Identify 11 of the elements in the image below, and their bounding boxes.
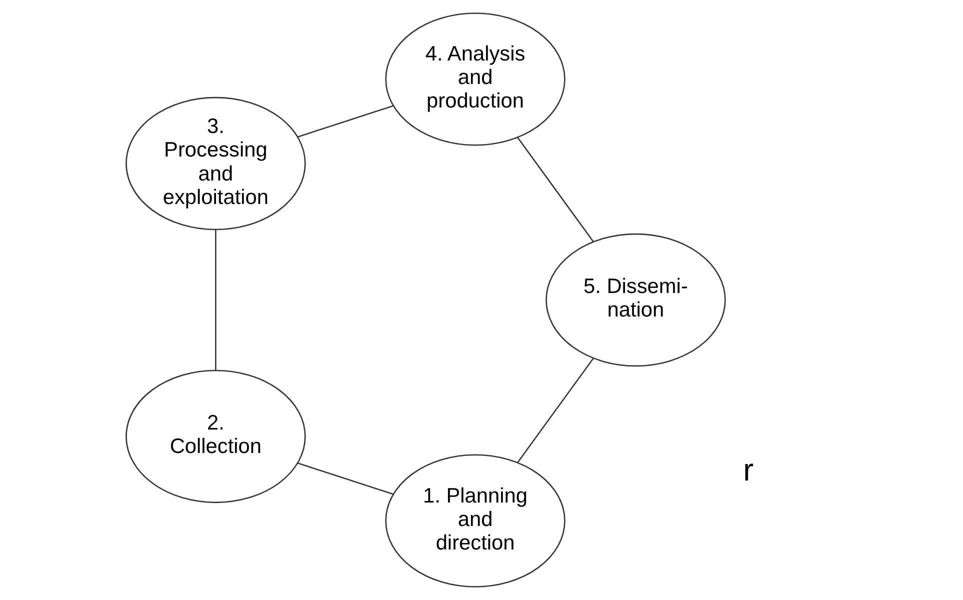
node-ellipse: 5. Dissemi- nation [545,233,726,367]
connector [297,105,393,138]
node-ellipse: 4. Analysis and production [384,12,565,146]
node-ellipse: 3. Processing and exploitation [125,96,306,230]
node-ellipse: 1. Planning and direction [384,454,565,588]
connector [516,137,594,242]
node-ellipse: 2. Collection [125,370,306,504]
connector [297,462,393,495]
label: r [742,452,754,488]
connector [214,230,216,370]
connector [516,358,594,463]
